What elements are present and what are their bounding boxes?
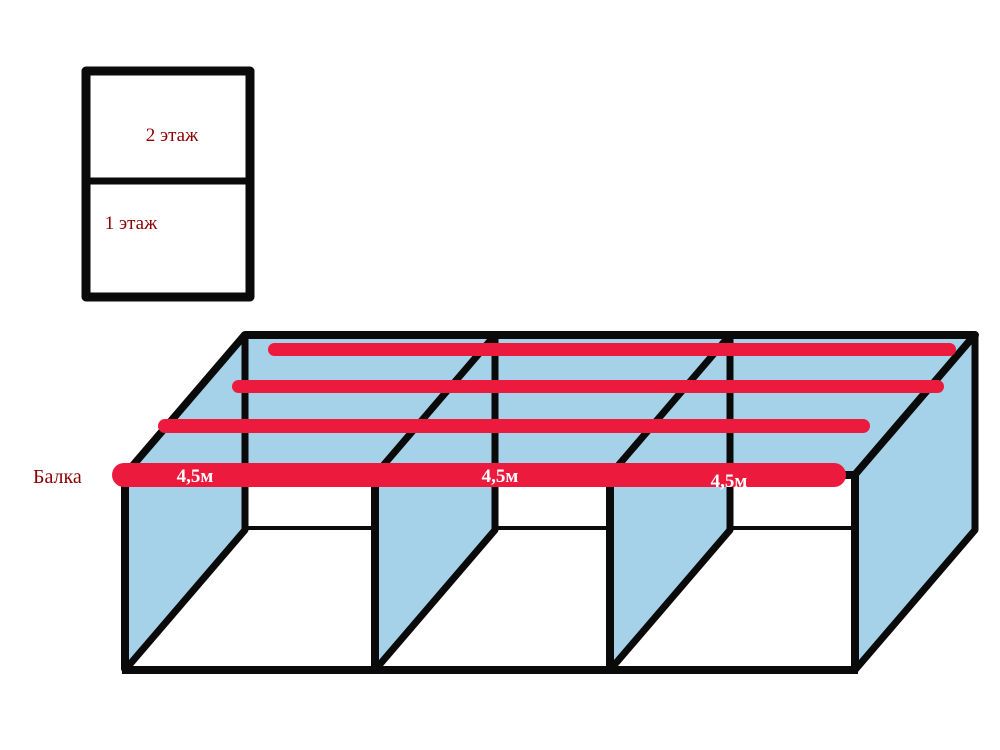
floor-plan-outline bbox=[81, 66, 255, 302]
span-label-1: 4,5м bbox=[177, 466, 214, 487]
floor-plan-inset: 2 этаж 1 этаж bbox=[81, 66, 255, 302]
span-label-3: 4,5м bbox=[711, 471, 748, 492]
front-beam bbox=[112, 463, 846, 487]
beam-annotation-label: Балка bbox=[33, 466, 82, 488]
roof-beam-2 bbox=[232, 380, 944, 393]
structure-3d: 4,5м 4,5м 4,5м Балка bbox=[33, 331, 979, 674]
roof-beam-1 bbox=[268, 343, 956, 356]
roof-beam-3 bbox=[158, 419, 870, 433]
span-label-2: 4,5м bbox=[482, 466, 519, 487]
floor2-label: 2 этаж bbox=[146, 125, 199, 146]
floor1-label: 1 этаж bbox=[105, 213, 158, 234]
left-wall bbox=[121, 331, 249, 674]
